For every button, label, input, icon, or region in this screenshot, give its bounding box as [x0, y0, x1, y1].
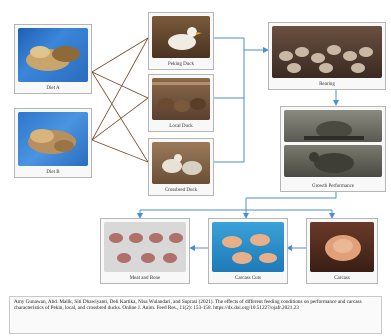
diet-a-photo — [18, 28, 88, 82]
duck-group-icon — [162, 154, 202, 175]
duck-icon — [309, 152, 354, 173]
weighing-photo-2 — [284, 145, 382, 177]
weighing-photo-1 — [284, 110, 382, 142]
growth-performance-label: Growth Performance — [311, 184, 355, 189]
carcass-icon — [325, 235, 361, 261]
diet-b-box: Diet B — [14, 108, 92, 178]
meat-bone-photo — [104, 222, 186, 272]
crossbred-duck-photo — [152, 142, 210, 184]
carcass-cuts-icon — [222, 234, 277, 264]
peking-duck-photo — [152, 16, 210, 58]
carcass-cuts-label: Carcass Cuts — [235, 276, 261, 281]
duck-group-icon — [152, 82, 210, 112]
carcass-photo — [310, 222, 374, 272]
diet-duck-connectors — [91, 37, 149, 163]
crossbred-duck-label: Crossbred Duck — [164, 188, 198, 193]
local-duck-photo — [152, 78, 210, 120]
duck-flock-icon — [279, 45, 373, 73]
local-duck-box: Local Duck — [148, 74, 214, 132]
diet-a-label: Diet A — [46, 86, 60, 91]
diet-a-box: Diet A — [14, 24, 92, 94]
peking-duck-label: Peking Duck — [168, 62, 194, 67]
diet-b-photo — [18, 112, 88, 166]
growth-products-connectors — [137, 192, 337, 219]
meat-pieces-icon — [109, 233, 183, 263]
peking-duck-box: Peking Duck — [148, 12, 214, 70]
citation-text: Amy Gunawan, Abd. Malik, Siti Dhawiyanti… — [14, 299, 362, 312]
meat-bone-box: Meat and Bone — [100, 218, 190, 284]
carcass-box: Carcass — [306, 218, 378, 284]
duck-rearing-connectors — [214, 37, 269, 163]
crossbred-duck-box: Crossbred Duck — [148, 138, 214, 196]
diet-b-label: Diet B — [46, 170, 60, 175]
citation-box: Amy Gunawan, Abd. Malik, Siti Dhawiyanti… — [9, 296, 382, 334]
meat-bone-label: Meat and Bone — [129, 276, 161, 281]
rearing-photo — [272, 26, 382, 78]
feed-pile-icon — [26, 46, 80, 71]
carcass-cuts-photo — [212, 222, 284, 272]
duck-icon — [168, 27, 202, 50]
carcass-cuts-box: Carcass Cuts — [208, 218, 288, 284]
carcass-label: Carcass — [334, 276, 350, 281]
scale-icon — [304, 121, 364, 140]
feed-pile-icon — [28, 129, 76, 154]
growth-performance-box: Growth Performance — [280, 106, 386, 192]
local-duck-label: Local Duck — [169, 124, 193, 129]
rearing-box: Rearing — [268, 22, 386, 90]
rearing-label: Rearing — [319, 82, 335, 87]
